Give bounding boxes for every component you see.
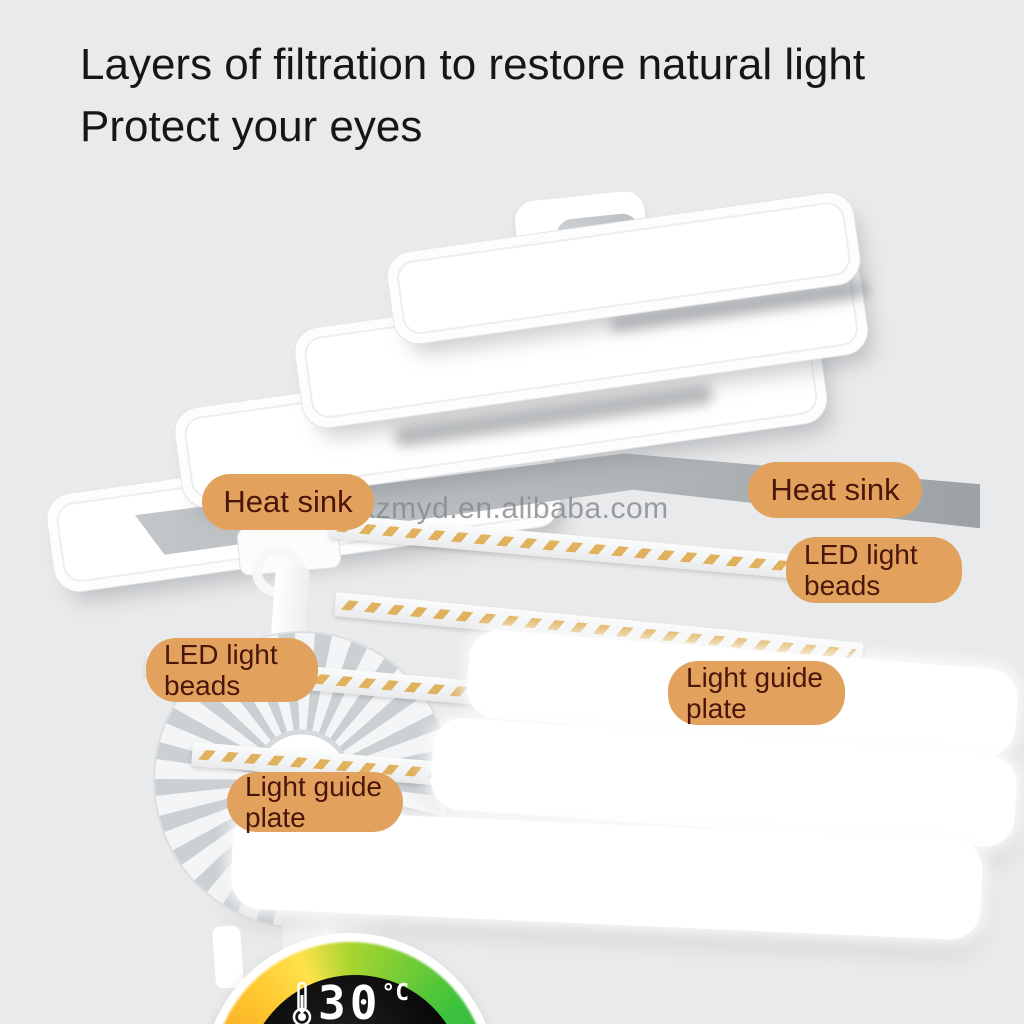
callout-label: beads [804, 570, 881, 601]
callout-label: LED light [804, 539, 918, 570]
callout-label: Light guide [245, 771, 383, 802]
callout-label: plate [686, 693, 747, 724]
callout-heat-sink-right: Heat sink [748, 462, 922, 518]
temperature-unit: °C [381, 980, 410, 1006]
callout-light-guide-right: Light guide plate [668, 661, 845, 725]
callout-label: Heat sink [223, 484, 353, 519]
headline-line-2: Protect your eyes [80, 102, 423, 151]
headline: Layers of filtration to restore natural … [80, 34, 865, 158]
callout-heat-sink-left: Heat sink [202, 474, 374, 530]
watermark-text: wxzmyd.en.alibaba.com [338, 492, 669, 525]
callout-light-guide-left: Light guide plate [227, 771, 403, 833]
callout-label: plate [245, 802, 306, 833]
callout-label: Heat sink [770, 472, 900, 507]
callout-led-beads-right: LED light beads [786, 537, 962, 603]
temperature-value: 30 [318, 976, 382, 1024]
base-lever [211, 925, 245, 989]
callout-label: LED light [164, 639, 278, 670]
callout-led-beads-left: LED light beads [146, 638, 318, 702]
callout-label: beads [164, 670, 241, 701]
thermometer-icon [292, 981, 312, 1024]
temperature-readout: 30 °C [292, 980, 409, 1024]
callout-label: Light guide [686, 662, 824, 693]
headline-line-1: Layers of filtration to restore natural … [80, 40, 866, 89]
